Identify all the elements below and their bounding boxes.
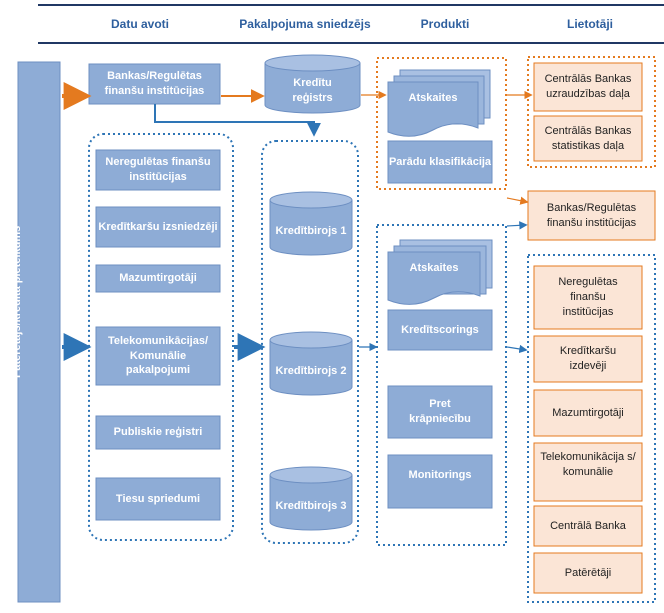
source-retailers-label: Mazumtirgotāji xyxy=(119,272,197,285)
bureau-2-label: Kredītbirojs 2 xyxy=(275,364,347,377)
user-retailers-box xyxy=(533,389,643,437)
bureau-1-label: Kredītbirojs 1 xyxy=(275,224,347,237)
source-card-issuers-box xyxy=(95,206,221,248)
user-central-bank-label: Centrālā Banka xyxy=(550,519,626,532)
user-telecom-label: Telekomunikācija s/ komunālie xyxy=(540,451,636,478)
applicant-side-bar xyxy=(17,61,61,603)
source-unregulated-box xyxy=(95,149,221,191)
source-telecom-label: Telekomunikācijas/ Komunālie pakalpojumi xyxy=(107,334,209,377)
user-central-bank-box xyxy=(533,505,643,547)
user-regulated-box xyxy=(527,190,656,241)
blue-flow-arrow xyxy=(154,104,321,137)
user-unregulated-box xyxy=(533,265,643,330)
user-regulated-label: Bankas/Regulētas finanšu institūcijas xyxy=(546,201,637,229)
anti-fraud-label: Pret krāpniecību xyxy=(409,398,471,425)
source-courts-box xyxy=(95,477,221,521)
user-cb-supervision-box xyxy=(533,62,643,112)
credit-registry-cylinder xyxy=(264,54,361,114)
users-top-frame xyxy=(527,56,656,168)
anti-fraud-box xyxy=(387,385,493,439)
users-bottom-frame xyxy=(527,254,656,603)
blue-flow-arrow xyxy=(506,344,528,354)
header-users: Lietotāji xyxy=(566,16,613,31)
user-card-issuers-label: Kredītkaršu izdevēji xyxy=(559,345,617,372)
source-courts-label: Tiesu spriedumi xyxy=(115,492,201,505)
header-products: Produkti xyxy=(420,16,470,31)
reports-bottom-label: Atskaites xyxy=(409,261,459,274)
header-service-provider: Pakalpojuma sniedzējs xyxy=(239,16,371,31)
source-registers-box xyxy=(95,415,221,450)
source-telecom-box xyxy=(95,326,221,386)
bureau-3-cylinder xyxy=(269,466,353,531)
debt-classification-box xyxy=(387,140,493,184)
bureau-3-label: Kredītbirojs 3 xyxy=(275,499,347,512)
blue-flow-arrow xyxy=(506,221,528,230)
reports-bottom-document-stack xyxy=(387,239,493,305)
user-card-issuers-box xyxy=(533,335,643,383)
credit-registry-label: Kredītu reģistrs xyxy=(292,77,333,104)
source-unregulated-label: Neregulētas finanšu institūcijas xyxy=(105,156,211,183)
orange-flow-arrow xyxy=(506,196,529,205)
user-consumers-box xyxy=(533,552,643,594)
user-consumers-label: Patērētāji xyxy=(564,566,612,579)
user-unregulated-label: Neregulētas finanšu institūcijas xyxy=(558,276,618,318)
bureau-1-cylinder xyxy=(269,191,353,256)
debt-classification-label: Parādu klasifikācija xyxy=(388,155,492,168)
source-retailers-box xyxy=(95,264,221,293)
user-cb-supervision-label: Centrālās Bankas uzraudzības daļa xyxy=(544,73,632,100)
source-card-issuers-label: Kredītkaršu izsniedzēji xyxy=(98,220,218,233)
bureau-2-cylinder xyxy=(269,331,353,396)
user-telecom-box xyxy=(533,442,643,502)
reports-top-label: Atskaites xyxy=(408,91,458,104)
reports-top-document-stack xyxy=(387,69,491,137)
monitoring-box xyxy=(387,454,493,509)
source-registers-label: Publiskie reģistri xyxy=(113,426,203,439)
user-cb-statistics-label: Centrālās Bankas statistikas daļa xyxy=(544,124,632,152)
header-data-sources: Datu avoti xyxy=(110,16,169,31)
applicant-side-label: Patērētājs/kredīta pieteikums xyxy=(11,225,23,378)
source-regulated-label: Bankas/Regulētas finanšu institūcijas xyxy=(104,70,205,97)
bureaus-group-frame xyxy=(261,140,359,544)
user-retailers-label: Mazumtirgotāji xyxy=(552,406,624,419)
monitoring-label: Monitorings xyxy=(408,468,472,481)
credit-scoring-box xyxy=(387,309,493,351)
credit-scoring-label: Kredītscorings xyxy=(401,323,479,336)
sources-group-frame xyxy=(88,133,234,541)
user-cb-statistics-box xyxy=(533,115,643,162)
